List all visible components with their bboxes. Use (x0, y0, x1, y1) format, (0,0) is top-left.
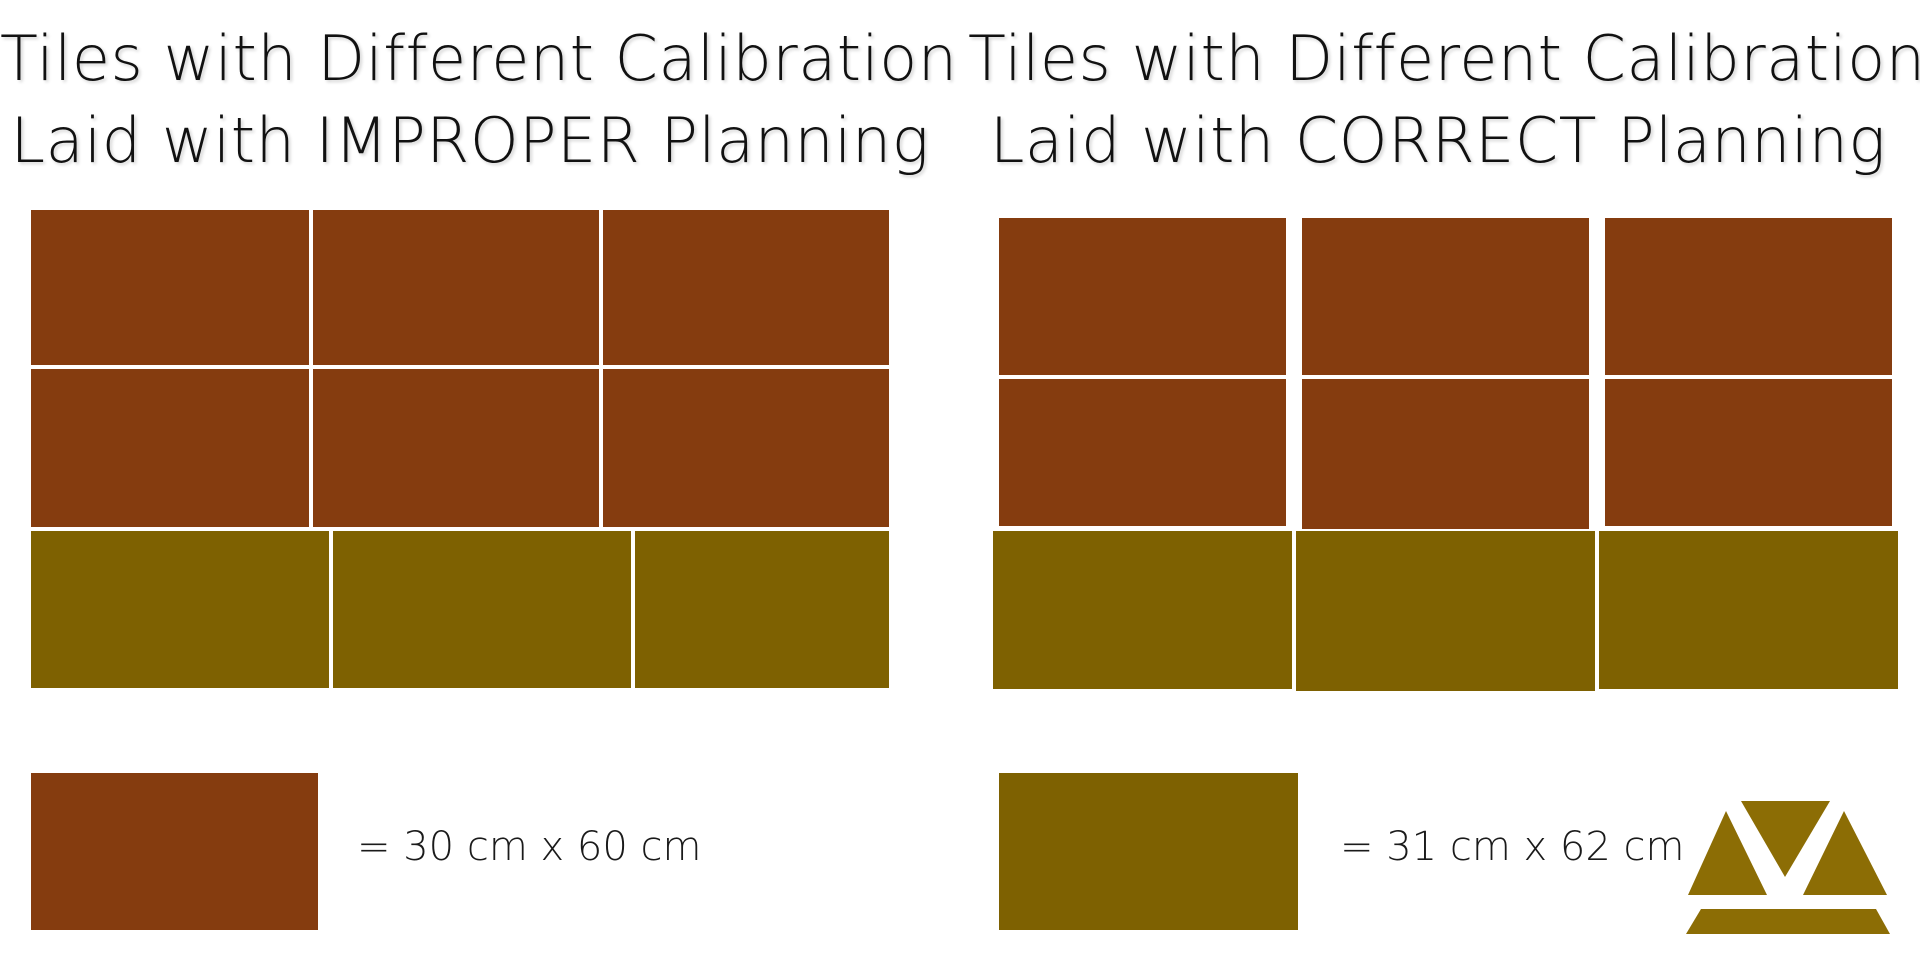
right-tile-30x60 (1605, 379, 1892, 526)
legend-swatch-31x62 (999, 773, 1298, 930)
right-tile-30x60 (1302, 218, 1589, 375)
left-tile-30x60 (313, 210, 599, 365)
right-tile-31x62 (993, 531, 1292, 689)
right-tile-30x60 (1605, 218, 1892, 375)
triangle-logo-icon (1686, 801, 1890, 934)
right-title-line-2: Laid with CORRECT Planning (989, 104, 1887, 177)
right-tile-31x62 (1599, 531, 1898, 689)
legend-label-31x62: = 31 cm x 62 cm (1340, 824, 1685, 870)
left-tile-30x60 (313, 369, 599, 527)
left-tile-30x60 (31, 369, 309, 527)
left-tile-31x62 (31, 531, 329, 688)
logo-left-triangle (1688, 811, 1767, 895)
left-tile-31x62 (333, 531, 631, 688)
logo-top-triangle (1741, 801, 1830, 877)
legend-label-30x60: = 30 cm x 60 cm (357, 824, 702, 870)
logo-bottom-band (1686, 909, 1890, 934)
right-title-line-1: Tiles with Different Calibration (968, 22, 1920, 95)
left-tile-31x62 (635, 531, 889, 688)
left-tile-30x60 (603, 369, 889, 527)
left-tile-30x60 (31, 210, 309, 365)
left-title-line-2: Laid with IMPROPER Planning (10, 104, 930, 177)
legend-swatch-30x60 (31, 773, 318, 930)
logo-right-triangle (1803, 811, 1887, 895)
left-panel-title: Tiles with Different Calibration Laid wi… (0, 18, 958, 182)
right-tile-30x60 (999, 218, 1286, 375)
left-title-line-1: Tiles with Different Calibration (0, 22, 958, 95)
right-panel-title: Tiles with Different Calibration Laid wi… (968, 18, 1920, 182)
right-tile-30x60 (999, 379, 1286, 526)
right-tile-31x62 (1296, 531, 1595, 691)
right-tile-30x60 (1302, 379, 1589, 529)
left-tile-30x60 (603, 210, 889, 365)
